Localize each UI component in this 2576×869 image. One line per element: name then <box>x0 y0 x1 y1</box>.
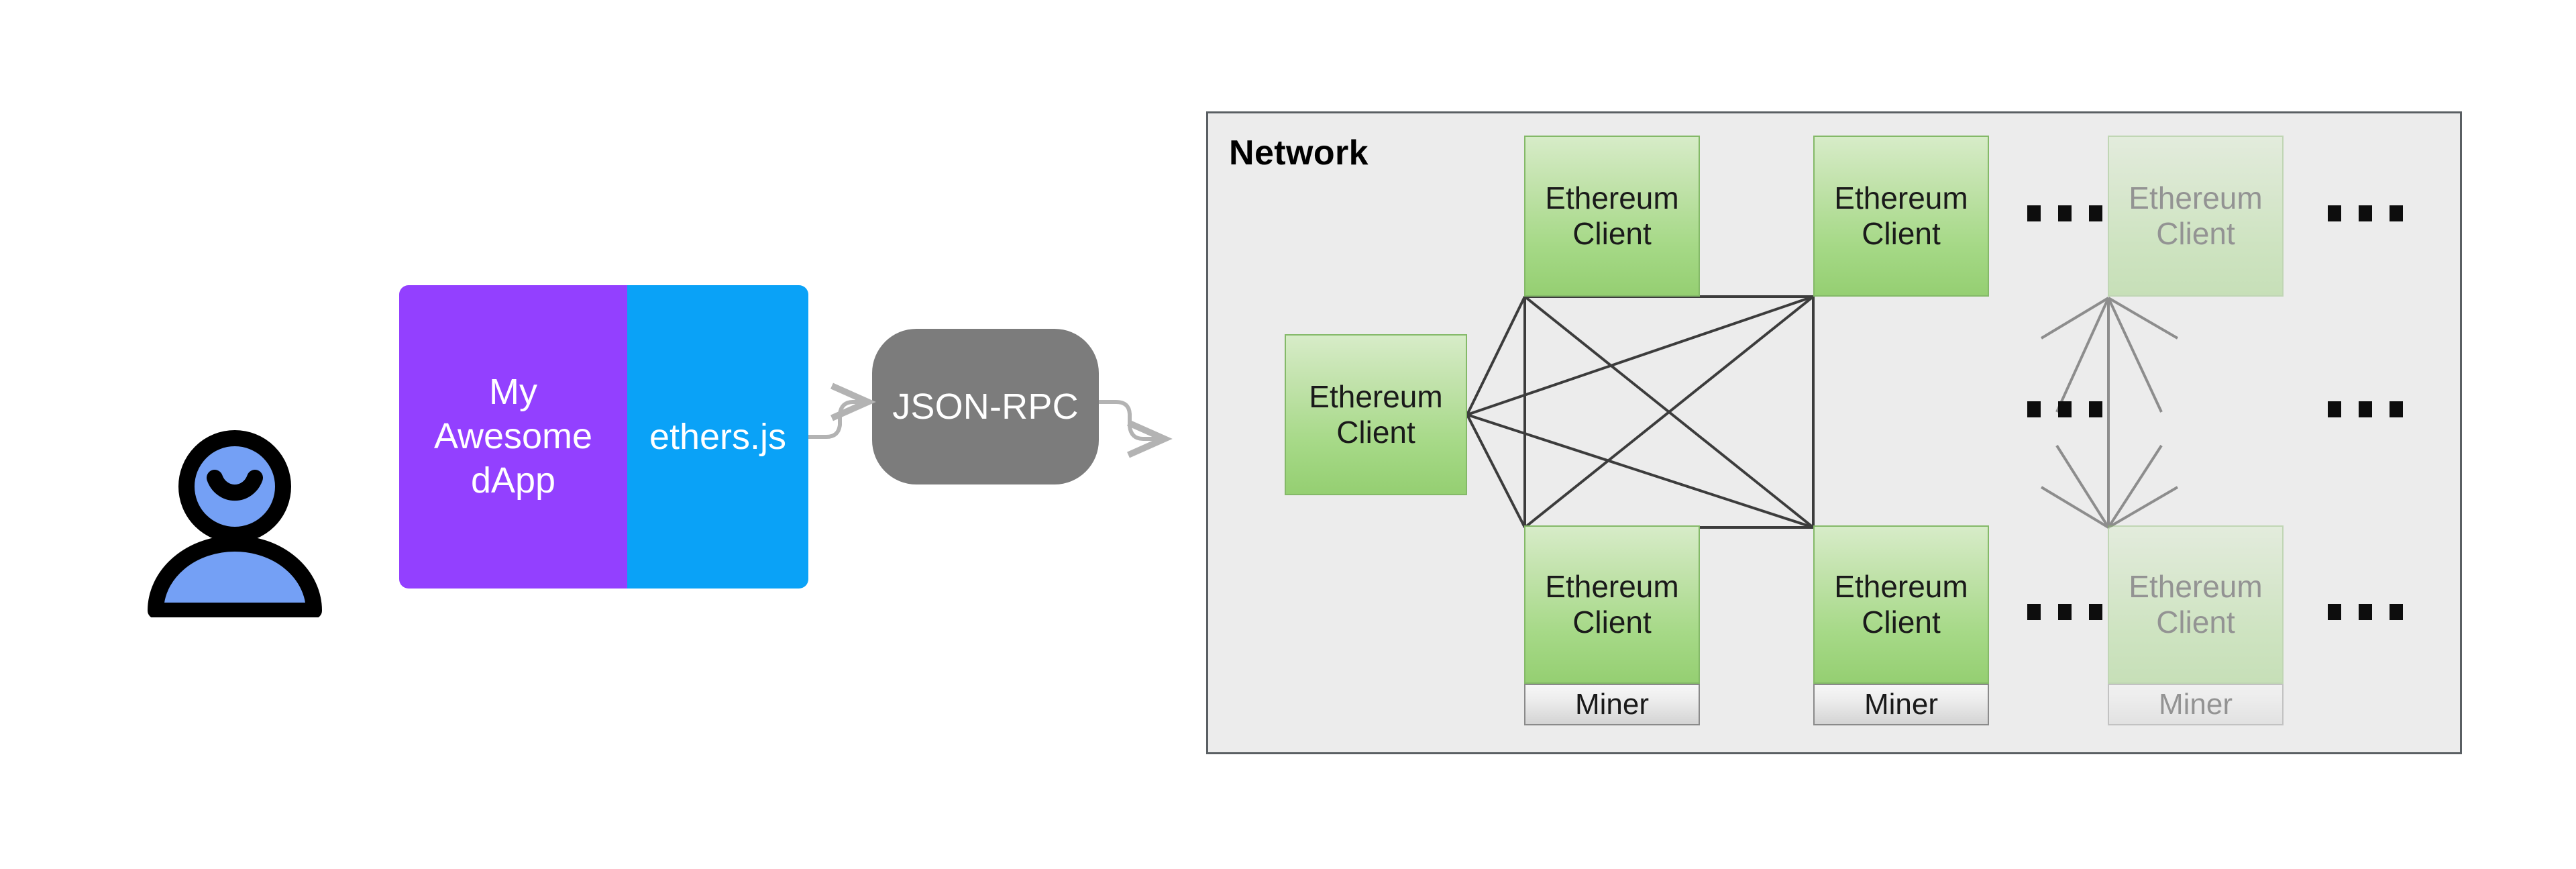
ellipsis-bottom-right <box>2328 604 2403 620</box>
network-title: Network <box>1229 134 1368 172</box>
json-rpc-pill[interactable]: JSON-RPC <box>872 329 1099 484</box>
ethers-js-box[interactable]: ethers.js <box>627 285 808 589</box>
ellipsis-top-left <box>2027 205 2102 221</box>
my-awesome-dapp-box[interactable]: My Awesome dApp <box>399 285 627 589</box>
eth-client-node-top-2[interactable]: Ethereum Client <box>1813 136 1989 297</box>
user-person-icon <box>134 416 335 619</box>
eth-client-node-top-1[interactable]: Ethereum Client <box>1524 136 1700 297</box>
ellipsis-bottom-left <box>2027 604 2102 620</box>
connector-ethers-to-rpc <box>808 382 876 439</box>
eth-client-node-bottom-1[interactable]: Ethereum Client <box>1524 525 1700 684</box>
eth-client-node-bottom-2[interactable]: Ethereum Client <box>1813 525 1989 684</box>
eth-client-node-entry[interactable]: Ethereum Client <box>1285 334 1467 495</box>
eth-client-node-bottom-3[interactable]: Ethereum Client <box>2108 525 2284 684</box>
miner-badge-bottom-1: Miner <box>1524 684 1700 725</box>
ellipsis-top-right <box>2328 205 2403 221</box>
ellipsis-middle-left <box>2027 401 2102 417</box>
ellipsis-middle-right <box>2328 401 2403 417</box>
connector-rpc-to-network <box>1099 400 1173 458</box>
miner-badge-bottom-3: Miner <box>2108 684 2284 725</box>
miner-badge-bottom-2: Miner <box>1813 684 1989 725</box>
eth-client-node-top-3[interactable]: Ethereum Client <box>2108 136 2284 297</box>
